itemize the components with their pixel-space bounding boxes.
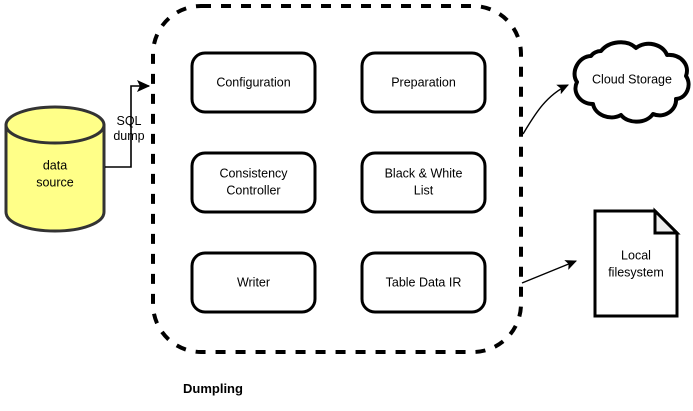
local-filesystem-label-line-2: filesystem: [608, 265, 664, 279]
svg-text:Dumpling: Dumpling: [183, 381, 243, 396]
module-consistency-controller[interactable]: Consistency Controller: [190, 151, 317, 214]
module-preparation-label: Preparation: [391, 75, 456, 89]
edge-dumpling-to-local-filesystem: [521, 260, 577, 284]
module-black-and-white-list-label-line-1: Black & White: [385, 166, 463, 180]
cloud-storage-label: Cloud Storage: [592, 72, 672, 86]
module-black-and-white-list[interactable]: Black & White List: [360, 151, 487, 214]
module-consistency-controller-label-line-2: Controller: [226, 183, 280, 197]
module-preparation[interactable]: Preparation: [360, 51, 487, 114]
module-black-and-white-list-label-line-2: List: [414, 183, 434, 197]
module-writer-label: Writer: [237, 275, 270, 289]
edge-sql-dump: SQL dump: [105, 80, 151, 168]
module-table-data-ir-label: Table Data IR: [386, 275, 462, 289]
local-filesystem-label-line-1: Local: [621, 248, 651, 262]
node-cloud-storage[interactable]: Cloud Storage: [572, 40, 691, 124]
module-configuration[interactable]: Configuration: [190, 51, 317, 114]
dumpling-group-title: Dumpling: [183, 381, 243, 396]
dumpling-group-boundary: [151, 4, 523, 354]
module-configuration-label: Configuration: [216, 75, 290, 89]
edge-dumpling-to-cloud-storage: [522, 84, 569, 135]
module-writer[interactable]: Writer: [190, 251, 317, 314]
sql-dump-label-line-2: dump: [113, 129, 144, 143]
data-source-label-line-1: data: [43, 158, 67, 172]
node-local-filesystem[interactable]: Local filesystem: [593, 207, 681, 318]
data-source-label-line-2: source: [36, 175, 74, 189]
module-consistency-controller-label-line-1: Consistency: [219, 166, 288, 180]
sql-dump-label-line-1: SQL: [116, 114, 141, 128]
node-data-source[interactable]: data source: [4, 105, 106, 233]
module-table-data-ir[interactable]: Table Data IR: [360, 251, 487, 314]
